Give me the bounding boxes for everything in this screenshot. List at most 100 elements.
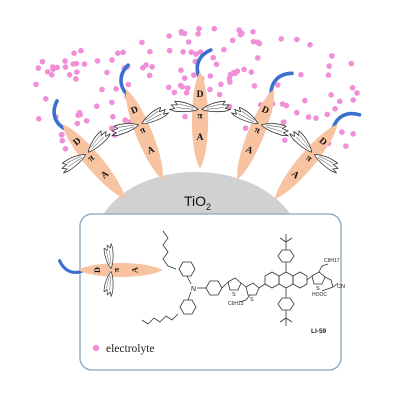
electrolyte-dot xyxy=(110,113,116,120)
electrolyte-dot xyxy=(211,25,218,32)
electrolyte-dot xyxy=(166,33,172,39)
dye-bridge-label: π xyxy=(112,267,121,272)
electrolyte-dot xyxy=(122,117,128,123)
phenyl-ring-upper xyxy=(178,261,196,277)
molecule-name: LI-59 xyxy=(311,328,327,335)
electrolyte-dot xyxy=(83,118,90,124)
dye-molecule: DπA xyxy=(274,111,362,199)
electrolyte-dot xyxy=(227,79,233,85)
octyl-chain-right xyxy=(318,263,329,273)
chemical-structure xyxy=(141,230,339,326)
electrolyte-dot xyxy=(177,82,184,89)
electrolyte-dot xyxy=(250,38,257,45)
electrolyte-dot xyxy=(349,85,356,91)
electrolyte-dot xyxy=(48,72,55,78)
electrolyte-dot xyxy=(104,69,110,76)
electrolyte-dot xyxy=(62,58,68,64)
electrolyte-dot xyxy=(250,29,256,35)
electrolyte-dot xyxy=(42,96,49,102)
dye-donor-label: D xyxy=(317,136,329,148)
tio2-label: TiO2 xyxy=(184,193,211,212)
legend-electrolyte-label: electrolyte xyxy=(106,343,155,355)
dye-body xyxy=(274,124,338,199)
sulfur-label-1: S xyxy=(232,292,236,298)
dye-acceptor-label: A xyxy=(99,169,111,181)
electrolyte-dot xyxy=(313,115,319,121)
electrolyte-dot xyxy=(73,76,79,82)
electrolyte-dot xyxy=(328,92,334,98)
electrolyte-dot xyxy=(248,69,255,75)
dye-molecule: DπA xyxy=(230,71,294,180)
electrolyte-dot xyxy=(183,90,190,96)
dye-body xyxy=(125,89,163,180)
electrolyte-dot xyxy=(74,69,80,75)
electrolyte-dot xyxy=(181,75,188,81)
electrolyte-dot xyxy=(236,27,242,33)
dye-tail xyxy=(52,99,68,131)
electrolyte-dot xyxy=(354,90,360,96)
electrolyte-dot xyxy=(278,36,285,42)
dye-bridge-label: π xyxy=(197,111,203,121)
dye-acceptor-label: A xyxy=(146,145,156,157)
electrolyte-dot xyxy=(109,125,115,132)
electrolyte-dot xyxy=(279,101,286,107)
electrolyte-dot xyxy=(305,114,312,120)
dye-donor-label: D xyxy=(130,105,140,117)
electrolyte-dot xyxy=(178,30,185,36)
bond-n-upper xyxy=(186,275,192,285)
electrolyte-dot xyxy=(44,69,51,75)
electrolyte-dot xyxy=(188,49,195,55)
cyanoacrylic-acid xyxy=(321,276,339,292)
hexyl-label-left: C6H13 xyxy=(228,301,244,307)
tio2-label-main: TiO xyxy=(184,193,206,209)
electrolyte-dot xyxy=(207,73,214,79)
electrolyte-dot xyxy=(274,82,281,88)
electrolyte-dot xyxy=(66,72,73,78)
legend-box xyxy=(79,213,342,371)
electrolyte-dot xyxy=(339,129,345,135)
aryl-ring-bottom xyxy=(277,297,295,311)
electrolyte-dot xyxy=(298,71,304,78)
electrolyte-dot xyxy=(76,109,83,116)
electrolyte-dot xyxy=(329,53,335,59)
electrolyte-dot xyxy=(256,40,263,47)
acid-label: HOOC xyxy=(312,292,327,298)
legend-electrolyte-dot xyxy=(92,344,100,352)
electrolyte-dot xyxy=(193,51,199,57)
electrolyte-dot xyxy=(166,47,173,54)
electrolyte-dot xyxy=(210,54,216,61)
electrolyte-dot xyxy=(336,98,343,105)
dye-donor-label: D xyxy=(260,105,270,117)
aryl-ring-top xyxy=(277,249,295,263)
electrolyte-dot xyxy=(234,68,241,74)
electrolyte-dot xyxy=(33,81,39,88)
electrolyte-dot xyxy=(78,47,84,54)
electrolyte-dot xyxy=(59,137,66,144)
electrolyte-dot xyxy=(71,50,77,56)
electrolyte-dot xyxy=(36,116,42,122)
thiophene-ring-1 xyxy=(227,277,242,291)
electrolyte-dot xyxy=(70,61,76,67)
electrolyte-dot xyxy=(147,48,153,55)
electrolyte-dot xyxy=(125,81,132,88)
electrolyte-dot xyxy=(325,72,332,78)
dye-bridge-label: π xyxy=(303,153,314,165)
electrolyte-dot xyxy=(294,36,300,43)
electrolyte-dot xyxy=(178,67,184,74)
electrolyte-dot xyxy=(350,131,356,137)
dye-donor-label: D xyxy=(93,267,102,273)
dye-body xyxy=(62,124,126,199)
electrolyte-dot xyxy=(171,89,178,96)
electrolyte-dot xyxy=(332,106,338,112)
electrolyte-dot xyxy=(251,83,258,89)
electrolyte-dot xyxy=(180,49,186,55)
dye-acceptor-label: A xyxy=(131,267,140,273)
bond-n-lower xyxy=(187,291,192,301)
electrolyte-dot xyxy=(109,99,115,106)
dye-body xyxy=(191,71,209,169)
electrolyte-dot xyxy=(294,109,300,116)
tert-butyl-bottom xyxy=(279,310,293,326)
electrolyte-dot xyxy=(81,61,88,67)
